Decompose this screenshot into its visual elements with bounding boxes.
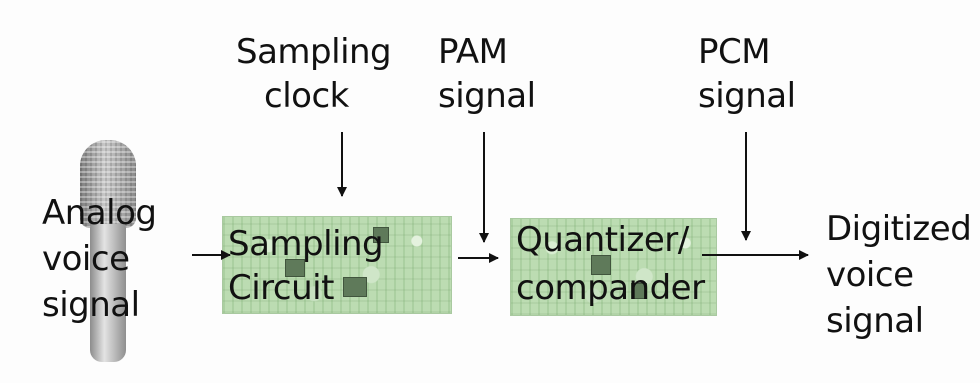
microphone-head: [80, 140, 136, 228]
digitized-voice-signal-label: Digitized voice signal: [826, 209, 972, 341]
chip: [285, 259, 305, 277]
chip: [591, 255, 611, 275]
quantizer-board: [510, 218, 717, 316]
sampling-circuit-label: Sampling Circuit: [228, 224, 384, 308]
analog-voice-signal-label: Analog voice signal: [42, 193, 157, 325]
quantizer-compander-label: Quantizer/ compander: [516, 220, 705, 308]
chip: [343, 277, 367, 297]
chip: [631, 283, 647, 299]
pcm-signal-label: PCM signal: [698, 32, 796, 116]
sampling-circuit-board: [222, 216, 452, 314]
chip: [373, 227, 389, 243]
microphone-body: [90, 224, 126, 362]
sampling-clock-label: Sampling clock: [236, 32, 392, 116]
pam-signal-label: PAM signal: [438, 32, 536, 116]
